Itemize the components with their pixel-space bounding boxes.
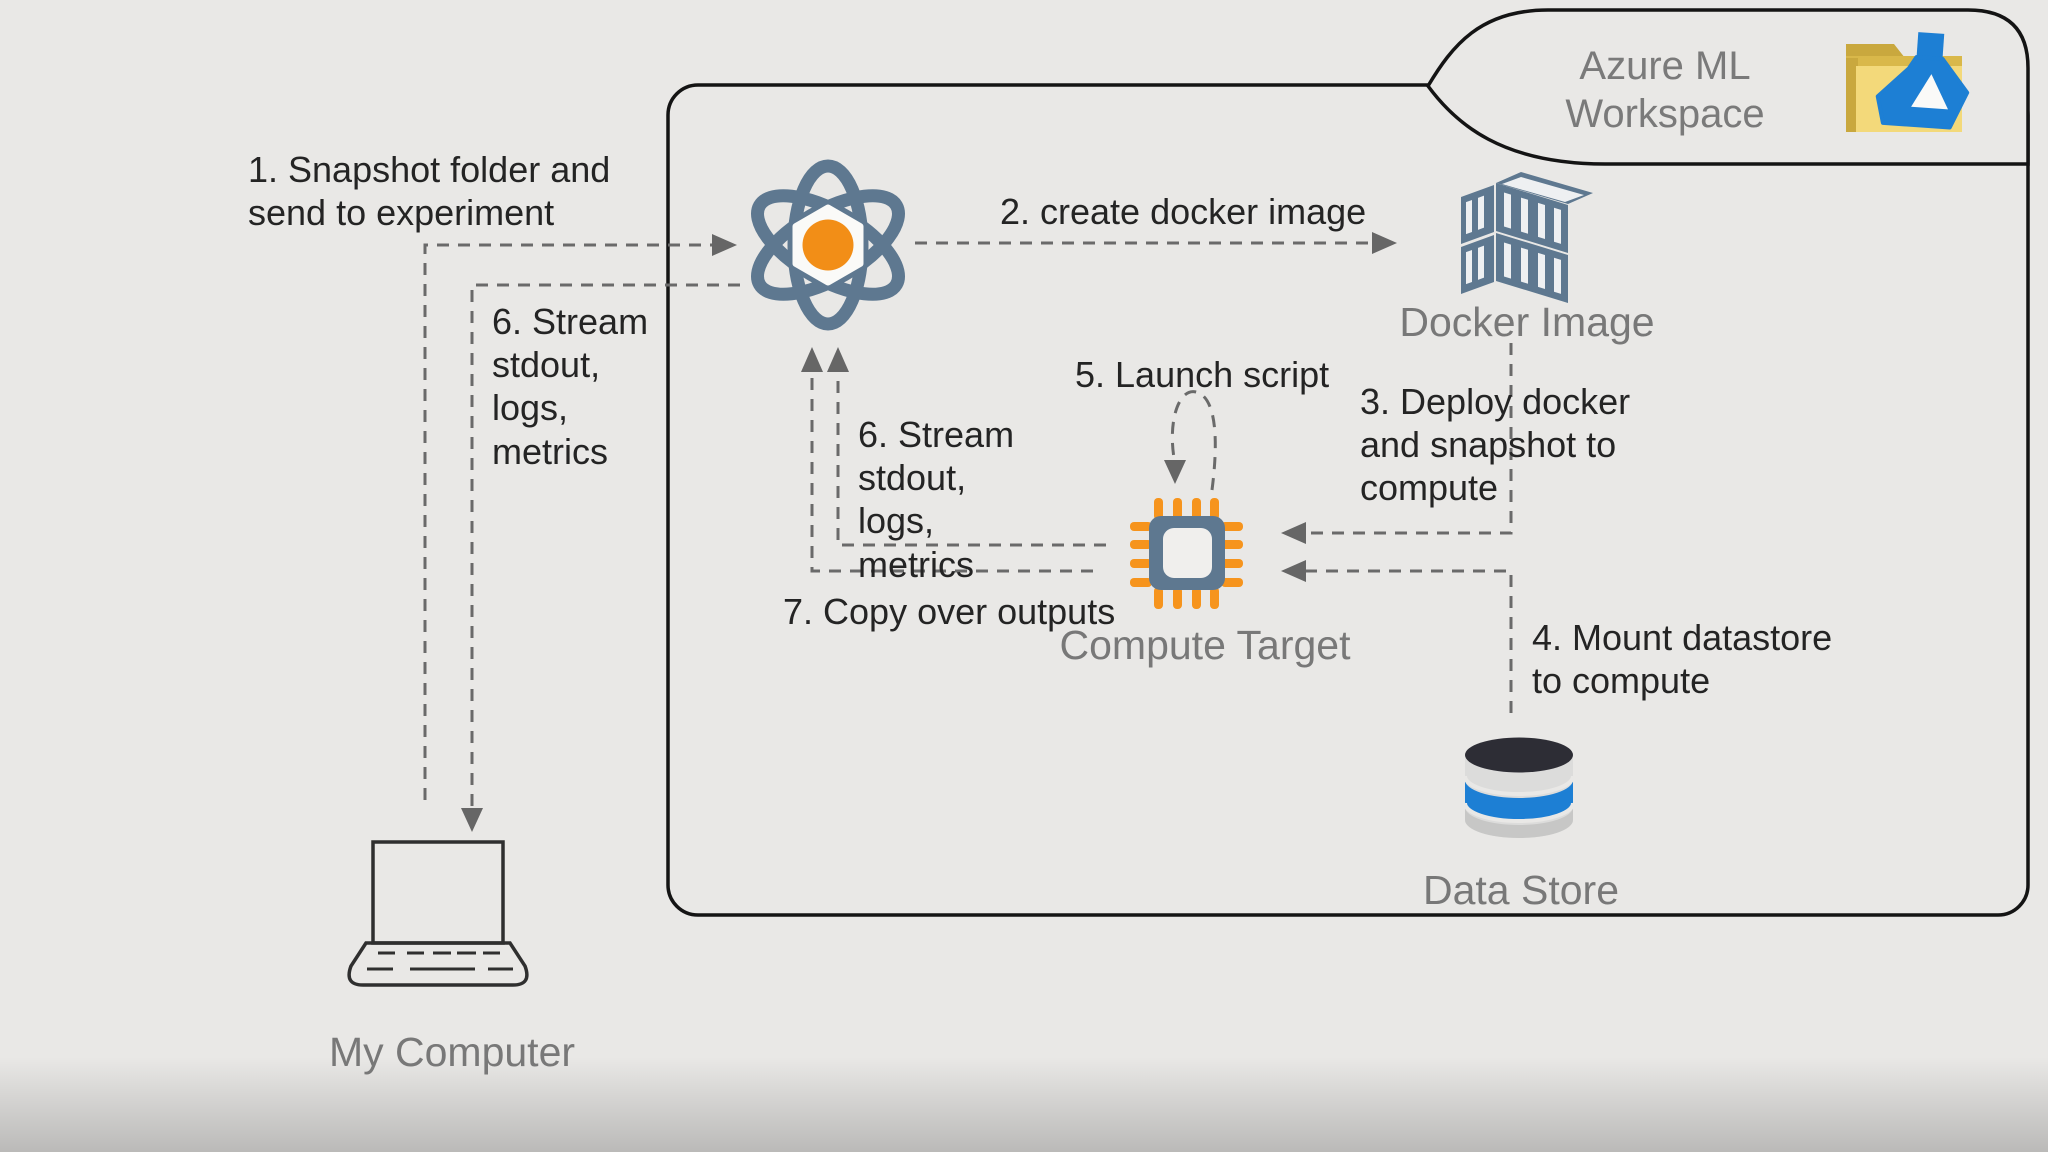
data-store-label: Data Store	[1423, 867, 1619, 913]
workspace-boundary-box	[666, 83, 2030, 917]
step7-label: 7. Copy over outputs	[783, 591, 1116, 632]
my-computer-label: My Computer	[328, 1029, 576, 1075]
docker-image-label: Docker Image	[1399, 299, 1655, 345]
line-deploy-docker-to-compute	[1306, 343, 1513, 535]
arrowhead-snapshot	[712, 234, 737, 256]
line-copy-outputs-to-experiment	[810, 372, 1093, 573]
step6-mid-label: 6. Stream stdout, logs, metrics	[858, 414, 1015, 585]
laptop-icon	[347, 840, 529, 987]
flask-glyph	[1875, 32, 1970, 130]
arrowhead-create-docker	[1372, 232, 1397, 254]
line-stream-to-experiment	[836, 372, 1106, 547]
bottom-shadow-gradient	[0, 1057, 2048, 1152]
arrowhead-deploy	[1281, 522, 1306, 544]
container-stack-icon	[1461, 172, 1593, 304]
arrowhead-stream-experiment	[827, 347, 849, 372]
azure-ml-workspace-label: Azure ML Workspace	[1565, 44, 1765, 136]
cpu-chip-icon	[1130, 498, 1243, 609]
arrowhead-stream-computer	[461, 808, 483, 832]
step2-label: 2. create docker image	[1000, 191, 1367, 232]
atom-icon	[751, 159, 905, 331]
folder-flask-icon	[1846, 32, 1970, 132]
step1-label: 1. Snapshot folder and send to experimen…	[248, 149, 611, 234]
compute-target-label: Compute Target	[1059, 622, 1351, 668]
step4-label: 4. Mount datastore to compute	[1532, 617, 1833, 702]
arrowhead-launch-script	[1164, 460, 1186, 484]
line-mount-datastore-to-compute	[1306, 569, 1513, 713]
step3-label: 3. Deploy docker and snapshot to compute	[1360, 381, 1631, 509]
database-icon	[1463, 737, 1575, 838]
line-stream-to-computer	[470, 283, 740, 808]
line-snapshot-to-experiment	[423, 243, 713, 800]
step6-left-label: 6. Stream stdout, logs, metrics	[492, 301, 649, 472]
step5-label: 5. Launch script	[1075, 354, 1330, 395]
line-launch-script-loop	[1170, 390, 1217, 491]
arrowheads	[461, 232, 1397, 832]
arrowhead-mount	[1281, 560, 1306, 582]
arrowhead-copy-outputs	[801, 347, 823, 372]
